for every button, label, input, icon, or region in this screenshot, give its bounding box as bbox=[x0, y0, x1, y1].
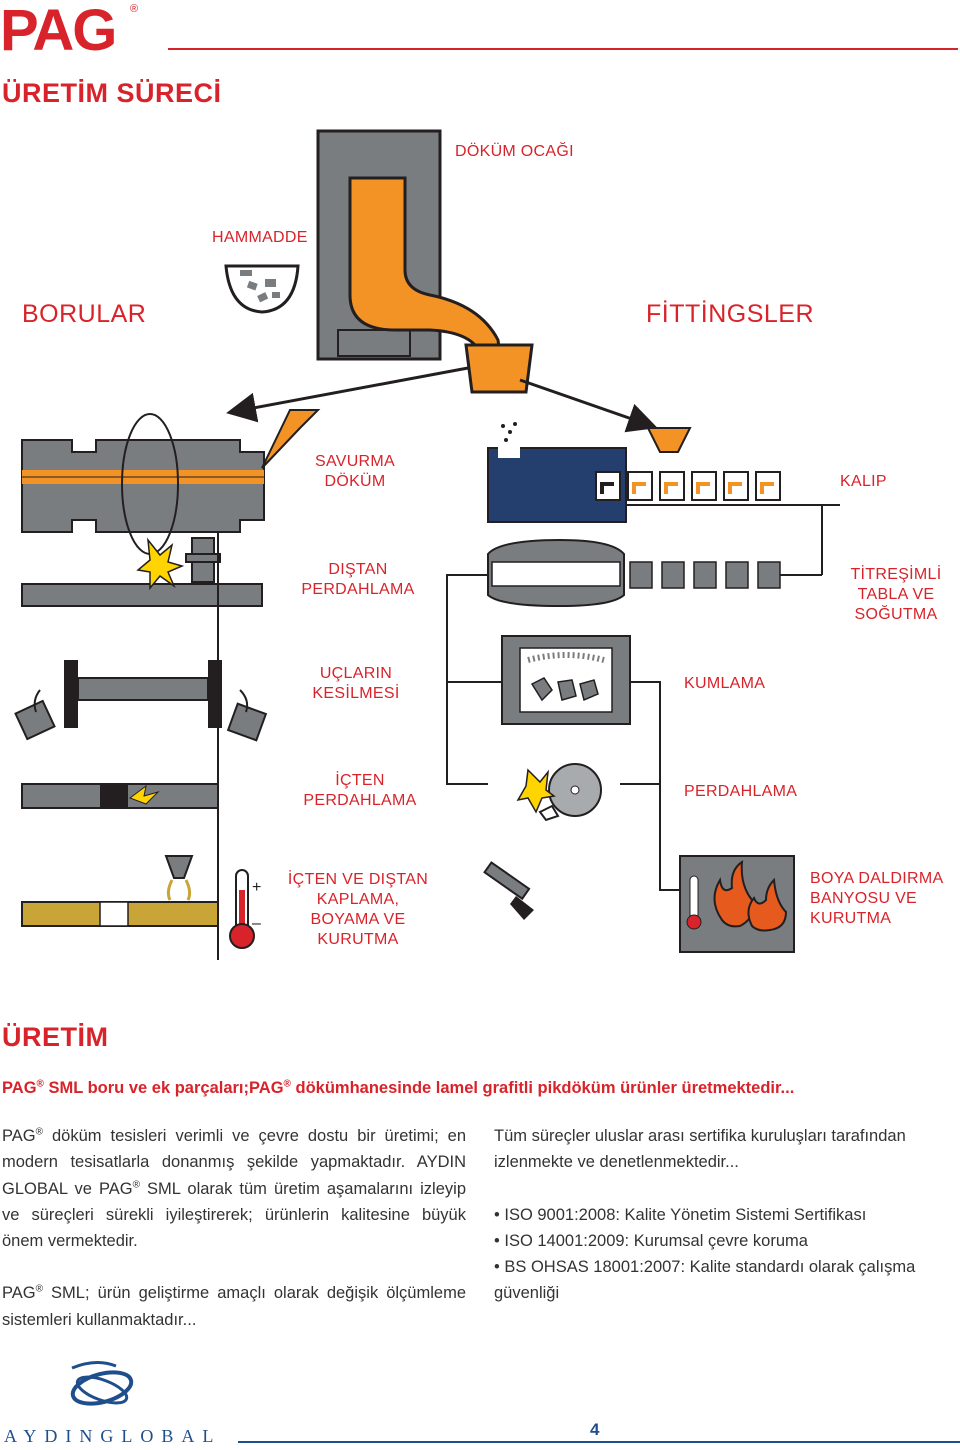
label-titresimli: TİTREŞİMLİ TABLA VE SOĞUTMA bbox=[838, 565, 954, 625]
pag-logo: PAG ® bbox=[0, 0, 138, 58]
svg-text:+: + bbox=[252, 879, 261, 896]
intro-part-a: PAG bbox=[2, 1079, 37, 1097]
label-savurma-line2: DÖKÜM bbox=[324, 473, 386, 490]
label-dokum-ocagi: DÖKÜM OCAĞI bbox=[455, 143, 574, 160]
label-icten-perdahlama: İÇTEN PERDAHLAMA bbox=[300, 771, 420, 811]
label-kumlama: KUMLAMA bbox=[684, 675, 766, 692]
left-paragraph-2: PAG® SML; ürün geliştirme amaçlı olarak … bbox=[2, 1280, 466, 1333]
internal-grinder-icon bbox=[21, 783, 219, 809]
section-title-uretim: ÜRETİM bbox=[2, 1022, 109, 1052]
label-savurma-line1: SAVURMA bbox=[314, 453, 396, 470]
label-uclarin-kesilmesi: UÇLARIN KESİLMESİ bbox=[296, 664, 416, 704]
pipe-mold-icon bbox=[21, 409, 321, 555]
certificate-list: • ISO 9001:2008: Kalite Yönetim Sistemi … bbox=[494, 1202, 960, 1307]
coating-line-icon: + – bbox=[21, 855, 261, 949]
label-kaplama-line1: İÇTEN VE DIŞTAN bbox=[287, 871, 429, 888]
label-icten-line1: İÇTEN bbox=[335, 772, 385, 789]
left-p1-a: PAG bbox=[2, 1127, 36, 1145]
label-uclarin-line1: UÇLARIN bbox=[319, 665, 393, 682]
brush-icon bbox=[483, 861, 534, 920]
intro-part-b: SML boru ve ek parçaları;PAG bbox=[43, 1079, 284, 1097]
label-titresimli-line1: TİTREŞİMLİ bbox=[850, 566, 942, 583]
left-paragraph-1: PAG® döküm tesisleri verimli ve çevre do… bbox=[2, 1123, 466, 1254]
label-borular: BORULAR bbox=[22, 300, 147, 328]
label-perdahlama: PERDAHLAMA bbox=[684, 783, 798, 800]
spray-nozzle-icon bbox=[164, 855, 194, 901]
label-fittingsler: FİTTİNGSLER bbox=[646, 300, 815, 328]
label-icten-line2: PERDAHLAMA bbox=[303, 792, 417, 809]
flame-icon bbox=[713, 860, 788, 932]
aydin-global-logo-icon bbox=[70, 1361, 134, 1406]
section-intro: PAG® SML boru ve ek parçaları;PAG® döküm… bbox=[2, 1079, 794, 1098]
label-kaplama-line2: KAPLAMA, bbox=[316, 891, 400, 908]
label-boya-daldirma: BOYA DALDIRMA BANYOSU VE KURUTMA bbox=[810, 869, 958, 929]
production-diagram: + – bbox=[14, 129, 840, 960]
label-titresimli-line3: SOĞUTMA bbox=[854, 606, 938, 623]
label-hammadde: HAMMADDE bbox=[212, 229, 308, 246]
cutter-icon bbox=[14, 660, 268, 742]
label-kaplama: İÇTEN VE DIŞTAN KAPLAMA, BOYAMA VE KURUT… bbox=[282, 870, 434, 950]
left-p1-reg-1: ® bbox=[35, 1126, 43, 1138]
label-boya-line2: BANYOSU VE bbox=[810, 890, 918, 907]
intro-reg-2: ® bbox=[283, 1078, 291, 1090]
ladle-icon bbox=[464, 343, 534, 394]
label-kalip: KALIP bbox=[840, 473, 887, 490]
label-distan-perdahlama: DIŞTAN PERDAHLAMA bbox=[296, 560, 420, 600]
raw-material-basket-icon bbox=[224, 264, 300, 314]
pag-logo-text: PAG bbox=[0, 0, 115, 58]
header-rule bbox=[168, 48, 958, 50]
vibrating-table-icon bbox=[487, 505, 823, 608]
right-column: Tüm süreçler uluslar arası sertifika kur… bbox=[494, 1123, 960, 1307]
certificate-item: • BS OHSAS 18001:2007: Kalite standardı … bbox=[494, 1258, 916, 1303]
intro-part-c: dökümhanesinde lamel grafitli pikdöküm ü… bbox=[290, 1079, 795, 1097]
grinding-wheel-icon bbox=[516, 763, 602, 822]
label-savurma-dokum: SAVURMA DÖKÜM bbox=[300, 452, 410, 492]
label-titresimli-line2: TABLA VE bbox=[857, 586, 935, 603]
sandblast-cabinet-icon bbox=[501, 635, 631, 725]
left-p1-b: döküm tesisleri verimli ve çevre dostu b… bbox=[2, 1127, 466, 1198]
left-p1-reg-2: ® bbox=[132, 1179, 140, 1191]
svg-text:–: – bbox=[252, 915, 261, 932]
pag-logo-reg: ® bbox=[130, 3, 138, 15]
right-intro: Tüm süreçler uluslar arası sertifika kur… bbox=[494, 1127, 906, 1172]
intro-reg-1: ® bbox=[36, 1078, 44, 1090]
thermometer-icon: + – bbox=[229, 869, 261, 949]
left-column: PAG® döküm tesisleri verimli ve çevre do… bbox=[2, 1123, 466, 1333]
left-p1-c: SML olarak tüm üretim aşamalarını izleyi… bbox=[2, 1179, 466, 1251]
certificate-item: • ISO 9001:2008: Kalite Yönetim Sistemi … bbox=[494, 1205, 867, 1224]
label-boya-line1: BOYA DALDIRMA bbox=[810, 870, 944, 887]
label-distan-line1: DIŞTAN bbox=[328, 561, 388, 578]
left-p2-reg: ® bbox=[35, 1283, 43, 1295]
left-p2-a: PAG bbox=[2, 1284, 36, 1303]
label-distan-line2: PERDAHLAMA bbox=[301, 581, 415, 598]
page-title: ÜRETİM SÜRECİ bbox=[2, 78, 222, 108]
furnace-icon bbox=[316, 129, 502, 361]
label-boya-line3: KURUTMA bbox=[810, 910, 892, 927]
page-number: 4 bbox=[590, 1420, 600, 1439]
label-kaplama-line4: KURUTMA bbox=[317, 931, 399, 948]
label-kaplama-line3: BOYAMA VE bbox=[310, 911, 406, 928]
label-uclarin-line2: KESİLMESİ bbox=[312, 685, 400, 702]
certificate-item: • ISO 14001:2009: Kurumsal çevre koruma bbox=[494, 1231, 808, 1250]
left-p2-b: SML; ürün geliştirme amaçlı olarak değiş… bbox=[2, 1284, 466, 1329]
fitting-mold-icon bbox=[487, 420, 840, 523]
grinder-spark-icon bbox=[21, 537, 263, 607]
paint-bath-icon bbox=[483, 855, 795, 953]
footer-brand: AYDINGLOBAL bbox=[4, 1426, 222, 1446]
footer-rule bbox=[238, 1441, 960, 1443]
